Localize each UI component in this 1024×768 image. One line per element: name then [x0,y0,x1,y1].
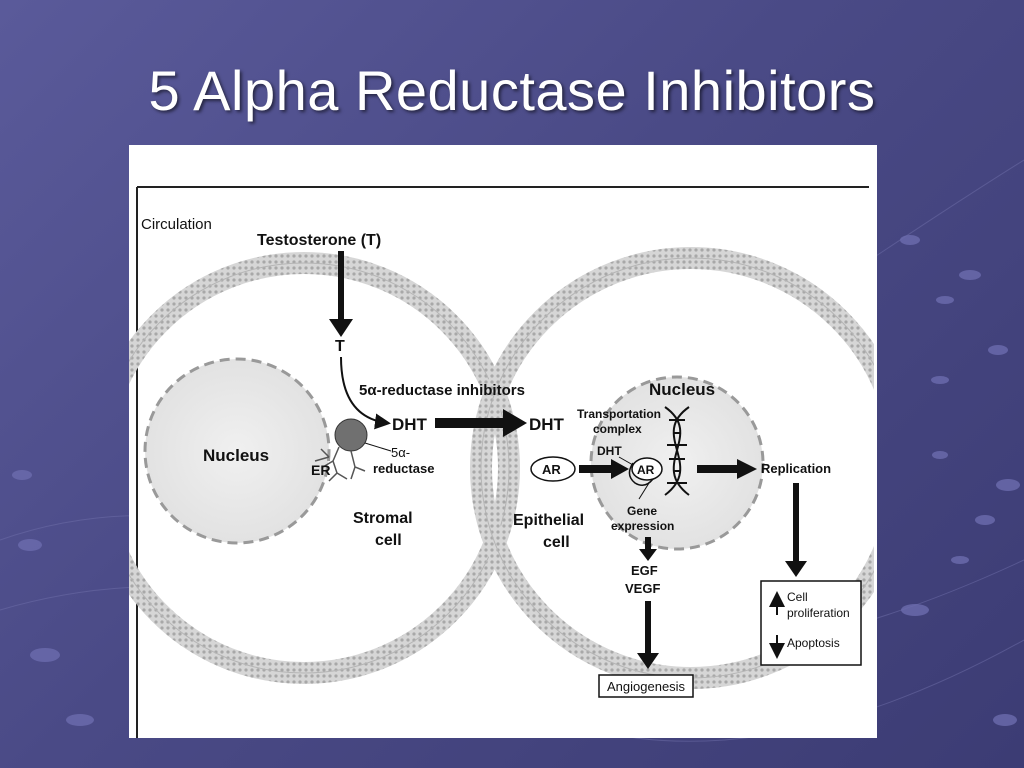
er-reductase-blob [334,418,368,452]
er-tubules [314,446,366,482]
stromal-cell-label-line1: Stromal [353,510,413,527]
ar-binding-arrow [579,465,613,473]
er-label: ER [311,462,330,478]
dna-helix-icon [664,406,690,496]
dht-small-pointer [618,456,634,466]
stromal-nucleus-label: Nucleus [203,446,269,465]
gene-pointer [638,482,650,500]
cell-label-line2: proliferation [787,606,850,620]
apoptosis-label: Apoptosis [787,636,840,650]
t-label: T [335,338,345,355]
slide-title: 5 Alpha Reductase Inhibitors [148,59,876,122]
reductase-label-line1: 5α- [391,445,410,460]
reductase-label-line2: reductase [373,461,434,476]
replication-to-proliferation-arrowhead [785,561,807,577]
inhibitors-label: 5α-reductase inhibitors [359,382,525,399]
stromal-cell-membrane [129,252,520,684]
replication-to-proliferation-arrow [793,483,799,565]
gene-label-line1: Gene [627,504,657,518]
angiogenesis-label: Angiogenesis [607,679,686,694]
ar-binding-arrowhead [611,459,629,479]
circulation-label: Circulation [141,216,212,233]
vegf-to-angiogenesis-arrow [645,601,651,657]
testosterone-arrowhead [329,319,353,337]
vegf-to-angiogenesis-arrowhead [637,653,659,669]
angiogenesis-box [598,674,694,698]
ar-bound-label: AR [637,463,655,477]
transport-label-line1: Transportation [577,407,661,421]
diagram-figure: Circulation Testosterone (T) T 5α-reduct… [129,145,877,738]
dht-small-label: DHT [597,444,622,458]
replication-arrowhead [737,459,757,479]
epithelial-nucleus-label: Nucleus [649,380,715,399]
cell-label-line1: Cell [787,590,808,604]
stromal-cell-label-line2: cell [375,532,402,549]
vegf-label: VEGF [625,581,660,596]
replication-label: Replication [761,461,831,476]
ar-receptor [530,456,576,482]
ar-bound-receptor [631,457,663,481]
epithelial-cell-label-line2: cell [543,534,570,551]
gene-to-egf-arrow [645,537,651,551]
replication-arrow [697,465,739,473]
egf-label: EGF [631,563,658,578]
gene-label-line2: expression [611,519,674,533]
reductase-pointer [364,442,392,452]
transport-label-line2: complex [593,422,642,436]
dht-epithelial-label: DHT [529,415,565,434]
ar-label: AR [542,462,561,477]
dht-transfer-arrow [435,418,505,428]
dht-stromal-label: DHT [392,415,428,434]
epithelial-nucleus [589,375,765,551]
testosterone-label: Testosterone (T) [257,232,381,249]
t-to-dht-arrow [340,356,391,430]
gene-to-egf-arrowhead [639,549,657,561]
dht-transfer-arrowhead [503,409,527,437]
epithelial-cell-label-line1: Epithelial [513,512,584,529]
stromal-nucleus [143,357,331,545]
